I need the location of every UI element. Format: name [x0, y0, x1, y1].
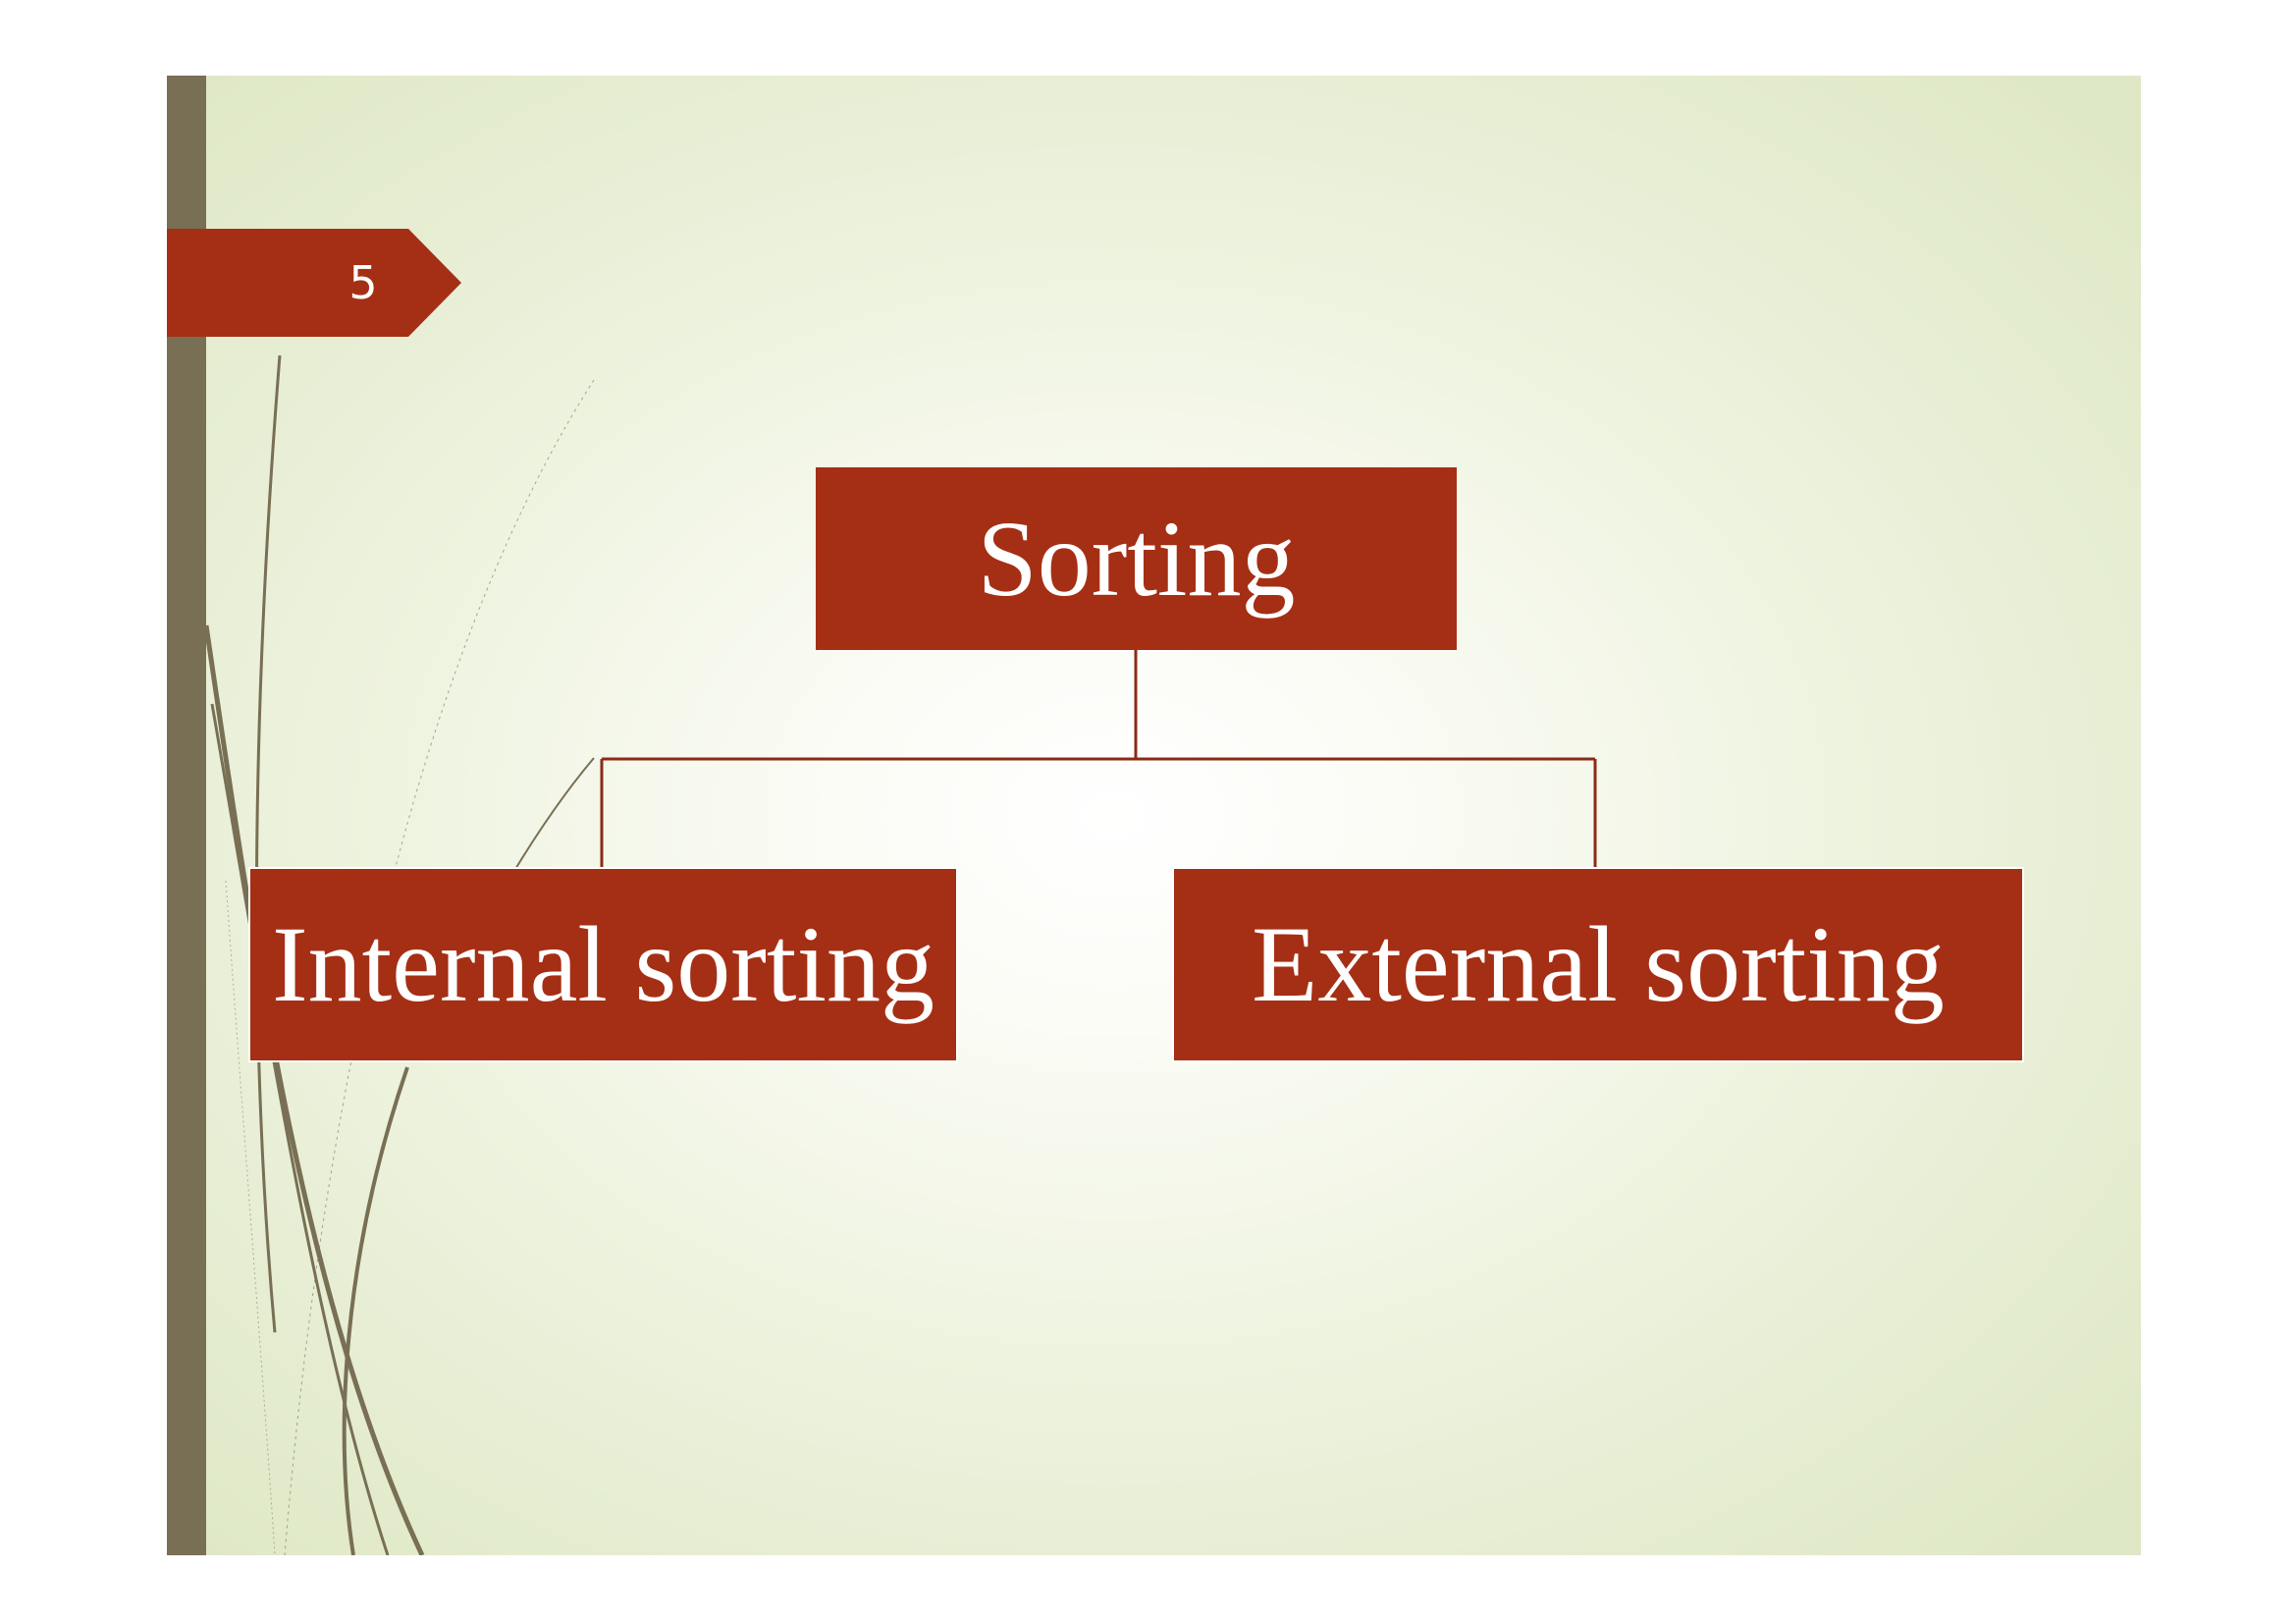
page-number-tag: 5 — [167, 229, 461, 337]
diagram-node-internal-sorting: Internal sorting — [248, 867, 958, 1062]
page-tag-arrow-shape — [167, 229, 461, 337]
diagram-node-external-sorting: External sorting — [1172, 867, 2024, 1062]
slide-canvas: 5 — [167, 76, 2141, 1555]
page-number: 5 — [348, 256, 378, 309]
diagram-node-sorting: Sorting — [816, 467, 1457, 650]
decorative-grass-lines — [203, 354, 595, 1555]
